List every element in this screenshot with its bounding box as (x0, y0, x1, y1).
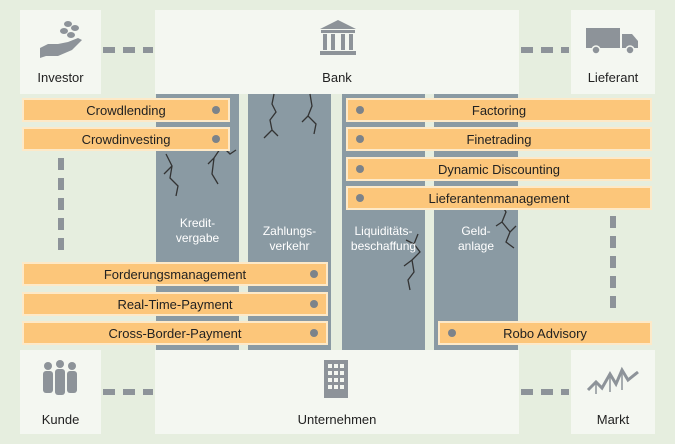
bullet-dot (310, 329, 318, 337)
bar-finetrading: Finetrading (346, 127, 652, 151)
bar-label: Dynamic Discounting (437, 161, 561, 177)
pillar-label-line: verkehr (269, 239, 310, 253)
pillar-label-line: Kredit- (179, 216, 216, 230)
markt-panel (571, 350, 655, 434)
connector-investor-bank (103, 47, 153, 53)
pillar-label-line: anlage (457, 239, 495, 253)
lieferant-panel (571, 10, 655, 94)
node-label-lieferant: Lieferant (587, 70, 639, 85)
connector-kunde-unternehmen (103, 389, 153, 395)
pillar-label-line: Liquiditäts- (354, 224, 413, 238)
bar-label: Real-Time-Payment (117, 296, 233, 312)
bar-crowdlending: Crowdlending (22, 98, 230, 122)
bar-label: Crowdinvesting (81, 131, 171, 147)
bullet-dot (356, 135, 364, 143)
connector-bank-lieferant (521, 47, 569, 53)
crack-zahlungsverkehr (263, 93, 317, 139)
pillar-label-kreditvergabe: Kredit- vergabe (156, 216, 239, 246)
pillar-label-geldanlage: Geld- anlage (434, 224, 518, 254)
node-label-unternehmen: Unternehmen (297, 412, 377, 427)
connector-unternehmen-markt (521, 389, 569, 395)
pillar-label-line: Geld- (461, 224, 491, 238)
office-building-icon (324, 360, 348, 398)
node-label-kunde: Kunde (41, 412, 80, 427)
bar-lieferantenmanagement: Lieferantenmanagement (346, 186, 652, 210)
node-label-investor: Investor (37, 70, 84, 85)
bar-label: Robo Advisory (503, 325, 587, 341)
bar-crowdinvesting: Crowdinvesting (22, 127, 230, 151)
bullet-dot (356, 106, 364, 114)
node-label-bank: Bank (322, 70, 352, 85)
bar-label: Cross-Border-Payment (108, 325, 242, 341)
bar-forderungsmanagement: Forderungsmanagement (22, 262, 328, 286)
bar-label: Crowdlending (86, 102, 166, 118)
crack-geldanlage (495, 201, 517, 249)
bullet-dot (212, 135, 220, 143)
bullet-dot (356, 165, 364, 173)
connector-investor-kunde (58, 158, 64, 258)
bar-label: Forderungsmanagement (103, 266, 247, 282)
truck-icon (586, 28, 638, 55)
bar-label: Factoring (471, 102, 527, 118)
investor-coins-hand-icon (40, 21, 82, 58)
bullet-dot (212, 106, 220, 114)
pillar-label-line: vergabe (175, 231, 220, 245)
pillar-label-liquiditaetsbeschaffung: Liquiditäts- beschaffung (342, 224, 425, 254)
bullet-dot (448, 329, 456, 337)
bullet-dot (310, 270, 318, 278)
bar-cross-border-payment: Cross-Border-Payment (22, 321, 328, 345)
pillar-label-zahlungsverkehr: Zahlungs- verkehr (248, 224, 331, 254)
bullet-dot (310, 300, 318, 308)
bullet-dot (356, 194, 364, 202)
bar-dynamic-discounting: Dynamic Discounting (346, 157, 652, 181)
connector-lieferant-markt (610, 216, 616, 316)
market-chart-icon (586, 366, 639, 394)
pillar-label-line: Zahlungs- (262, 224, 317, 238)
pillar-label-line: beschaffung (350, 239, 417, 253)
bar-label: Finetrading (466, 131, 532, 147)
bar-real-time-payment: Real-Time-Payment (22, 292, 328, 316)
bar-label: Lieferantenmanagement (428, 190, 570, 206)
crack-kreditvergabe (163, 141, 237, 197)
node-label-markt: Markt (596, 412, 630, 427)
bar-factoring: Factoring (346, 98, 652, 122)
people-group-icon (43, 360, 77, 395)
crack-liquiditaet (403, 233, 421, 291)
bar-robo-advisory: Robo Advisory (438, 321, 652, 345)
bank-building-icon (320, 20, 356, 55)
